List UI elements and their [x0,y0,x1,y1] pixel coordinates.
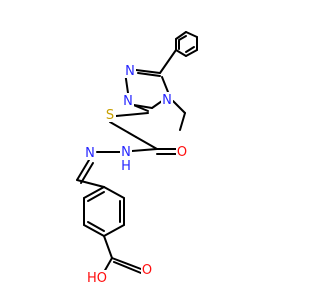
atom-n-ring-left: N [122,93,134,109]
bond-bz-cooh [103,235,113,259]
atom-carbonyl-o-label: O [177,145,187,160]
bond-ph-4 [185,49,198,57]
bond-ph-5 [175,49,187,57]
bond-ethyl-1 [172,100,186,114]
atom-acid-o-label: O [142,263,152,278]
atom-carbonyl-o: O [176,144,188,160]
bond-ch-aryl [76,179,105,188]
bond-bz-inner-2 [87,221,105,232]
atom-nh-label: N [121,145,131,160]
atom-label-layer: N N N S O N H N [84,63,188,286]
atom-n-ring-ethyl: N [161,92,173,108]
bond-n-ch-2 [80,162,94,184]
atom-n-ring-left-label: N [123,94,133,109]
bond-cooh-oh [103,257,113,273]
atom-nh-h-label: H [121,159,131,174]
bond-bz-1 [103,186,125,199]
atom-acid-oh: HO [86,270,108,286]
bond-n-ch-1 [76,159,90,181]
atom-n-ring-top: N [124,63,136,79]
atom-sulfur: S [104,107,116,123]
bond-layer [76,31,198,274]
atom-nh: N H [120,144,132,174]
bond-ch2-co [135,136,158,150]
atom-acid-o: O [141,262,153,278]
bond-co-nh [131,148,158,152]
bond-ph-1 [175,31,187,40]
bond-tri-c5-n1 [135,69,161,74]
bond-c3-s [115,112,149,117]
bond-ph-triazole [159,49,177,74]
bond-bz-4 [83,224,105,237]
bond-tri-n4-c5 [161,76,169,93]
bond-cooh-o-1 [111,257,142,270]
atom-acid-oh-label: HO [87,271,107,286]
molecule-structure: N N N S O N H N [76,31,198,286]
bond-ph-inner-2 [185,46,195,53]
bond-s-ch2 [109,121,137,138]
atom-sulfur-label: S [106,108,114,123]
atom-n-ring-top-label: N [125,64,135,79]
atom-n-ring-ethyl-label: N [162,93,172,108]
bond-tri-c3-n4 [151,100,163,109]
bond-cooh-o-2 [113,261,142,274]
bond-bz-inner-3 [87,191,105,202]
bond-bz-6 [83,186,105,199]
bond-ethyl-2 [179,112,186,131]
bond-tri-c5-n1-double [137,72,161,77]
bond-ph-inner-1 [178,35,187,41]
atom-n-imine: N [84,145,96,161]
bond-bz-3 [103,224,125,237]
bond-ph-2 [185,31,198,38]
atom-n-imine-label: N [85,146,95,161]
